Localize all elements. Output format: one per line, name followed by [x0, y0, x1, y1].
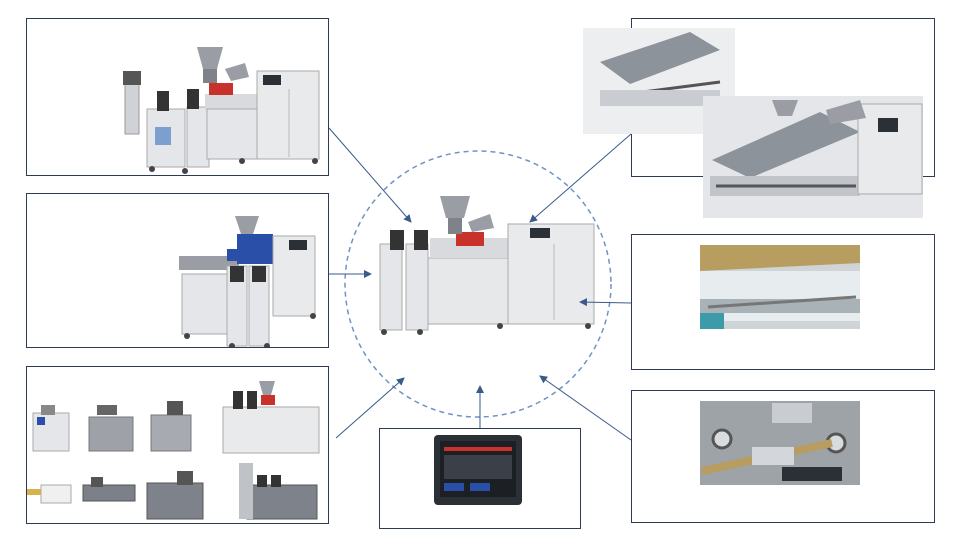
model-thumbnail [150, 401, 192, 452]
arrow-top-right [529, 133, 632, 223]
extruder-model-range-grid [27, 381, 320, 520]
model-thumbnail [32, 405, 70, 452]
extruder-blue-feeders-image [179, 216, 316, 349]
tablet-control-image [434, 435, 522, 505]
arrow-bottom-right [539, 375, 632, 441]
model-thumbnail [239, 463, 318, 520]
panel-top-left [26, 18, 329, 176]
arrow-mid-right [579, 298, 632, 307]
screw-barrel-closeup-image [700, 401, 860, 485]
model-thumbnail [88, 405, 134, 452]
model-thumbnail [82, 477, 136, 502]
panel-bottom-left [26, 366, 329, 524]
central-dashed-circle [344, 150, 612, 418]
arrow-bottom-left [335, 377, 405, 439]
split-barrel-open-image [583, 28, 923, 218]
model-thumbnail [27, 484, 72, 504]
model-thumbnail [222, 381, 320, 454]
model-thumbnail [146, 471, 204, 520]
central-extruder-image [379, 196, 595, 335]
panel-bottom-center [379, 428, 581, 529]
panel-mid-left [26, 193, 329, 349]
arrow-top-left [328, 127, 412, 223]
panel-mid-right [631, 234, 935, 370]
extruder-with-side-feeders-image [123, 47, 320, 174]
split-barrel-closeup-image [700, 245, 860, 329]
panel-bottom-right [631, 390, 935, 523]
